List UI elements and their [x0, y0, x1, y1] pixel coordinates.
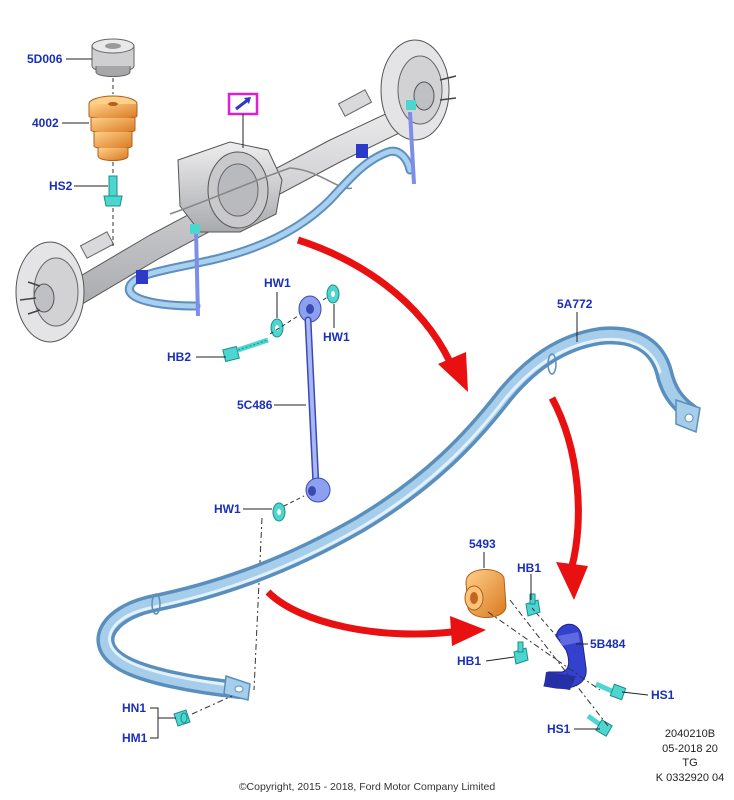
callout-hb1-left: HB1	[457, 654, 482, 668]
washer-hw1-low	[272, 502, 286, 522]
stabilizer-bar-5a772	[96, 326, 701, 701]
flow-arrows	[265, 236, 588, 646]
bolt-hs2	[103, 175, 123, 207]
nut-hn1-hm1	[173, 709, 191, 727]
stabilizer-link-5c486	[298, 295, 331, 503]
installed-stabilizer-bar	[124, 100, 416, 317]
bolt-hb2	[222, 337, 269, 363]
copyright-notice: ©Copyright, 2015 - 2018, Ford Motor Comp…	[238, 781, 496, 793]
bracket-5b484	[543, 623, 587, 690]
callout-hb1-top: HB1	[517, 561, 542, 575]
callout-hw1-top: HW1	[264, 276, 291, 290]
washer-hw1-right	[326, 284, 340, 304]
rear-axle-assembly	[15, 39, 457, 343]
drawing-code: TG	[682, 757, 698, 769]
bushing-5493	[464, 569, 507, 618]
callout-hw1-low: HW1	[214, 502, 241, 516]
callout-hs2: HS2	[49, 179, 73, 193]
leader-lines	[62, 58, 649, 739]
callout-hm1: HM1	[122, 731, 148, 745]
drawing-date: 05-2018 20	[662, 743, 718, 755]
bolt-hs1-low	[586, 713, 613, 737]
left-brake-drum	[15, 241, 85, 343]
nut-hb1-left	[513, 641, 529, 665]
washer-hw1-top	[270, 318, 284, 338]
callout-5c486: 5C486	[237, 398, 273, 412]
callout-4002: 4002	[32, 116, 59, 130]
drawing-reference: K 0332920 04	[655, 772, 725, 784]
view-marker-box	[227, 92, 259, 148]
callout-hs1-right: HS1	[651, 688, 675, 702]
callout-5493: 5493	[469, 537, 496, 551]
jounce-bumper-4002	[88, 95, 138, 161]
differential-housing	[177, 141, 283, 233]
callout-hb2: HB2	[167, 350, 192, 364]
right-brake-drum	[380, 39, 457, 141]
drawing-number: 2040210B	[664, 728, 716, 740]
bolt-hs1-right	[594, 681, 627, 701]
callout-hn1: HN1	[122, 701, 147, 715]
callout-5a772: 5A772	[557, 297, 593, 311]
callout-5d006: 5D006	[27, 52, 63, 66]
callout-hw1-right: HW1	[323, 330, 350, 344]
callout-hs1-low: HS1	[547, 722, 571, 736]
bump-stop-cap-5d006	[91, 38, 135, 77]
callout-5b484: 5B484	[590, 637, 626, 651]
nut-hb1-top	[525, 593, 541, 617]
